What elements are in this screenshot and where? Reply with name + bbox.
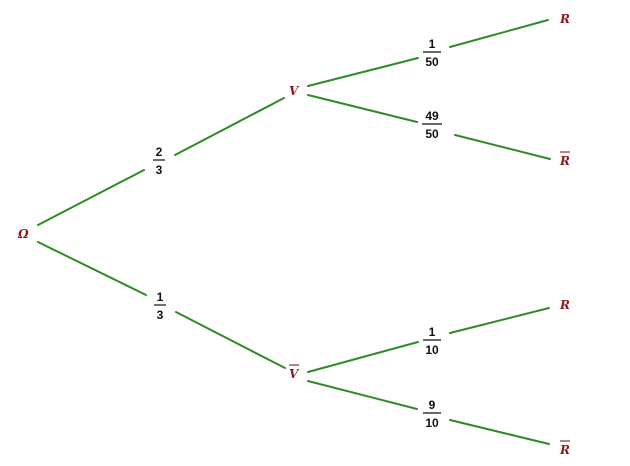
prob-root-vbar: 1 3: [154, 290, 166, 322]
svg-text:2: 2: [156, 145, 163, 159]
svg-text:3: 3: [156, 163, 163, 177]
prob-vbar-r: 1 10: [423, 325, 441, 357]
branch-vbar-r: [307, 307, 550, 373]
svg-text:R: R: [559, 443, 570, 457]
svg-text:1: 1: [157, 290, 164, 304]
svg-text:R: R: [559, 12, 570, 26]
prob-root-v: 2 3: [153, 145, 165, 177]
node-root: Ω: [17, 227, 29, 241]
branch-v-r: [307, 19, 549, 87]
node-r-2: R: [559, 298, 570, 312]
node-vbar: V: [289, 364, 300, 381]
svg-text:R: R: [559, 298, 570, 312]
node-rbar-2: R: [559, 440, 570, 457]
prob-v-rbar: 49 50: [422, 109, 442, 141]
prob-vbar-rbar: 9 10: [423, 398, 441, 430]
svg-text:3: 3: [157, 308, 164, 322]
svg-text:V: V: [289, 367, 300, 381]
node-rbar-1: R: [559, 151, 570, 168]
branch-root-v: [37, 97, 285, 226]
node-v: V: [289, 84, 300, 98]
branch-root-vbar: [37, 241, 286, 369]
branch-vbar-rbar: [307, 380, 550, 445]
svg-text:9: 9: [429, 398, 436, 412]
svg-text:1: 1: [429, 37, 436, 51]
svg-text:49: 49: [425, 109, 439, 123]
node-r-1: R: [559, 12, 570, 26]
svg-text:50: 50: [425, 55, 439, 69]
svg-text:10: 10: [425, 416, 439, 430]
branch-v-rbar: [307, 94, 551, 160]
svg-text:R: R: [559, 154, 570, 168]
svg-text:10: 10: [425, 343, 439, 357]
svg-text:1: 1: [429, 325, 436, 339]
svg-text:50: 50: [425, 127, 439, 141]
prob-v-r: 1 50: [423, 37, 441, 69]
svg-text:V: V: [289, 84, 300, 98]
